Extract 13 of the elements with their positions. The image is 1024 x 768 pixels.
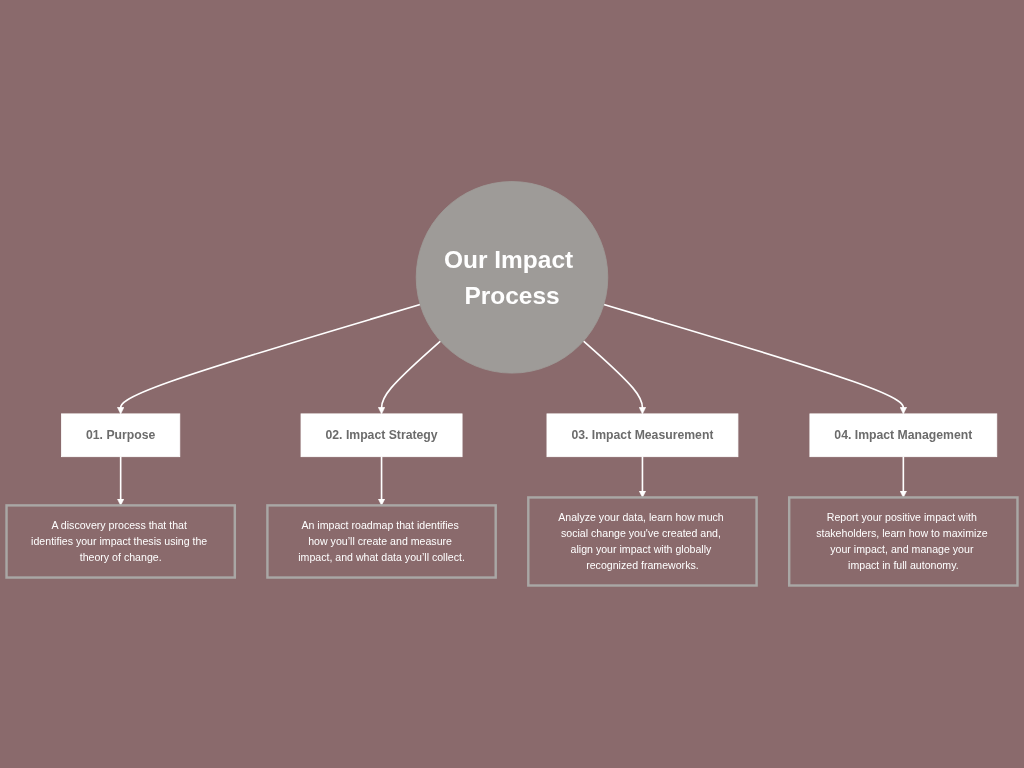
- node-circle: [415, 181, 609, 374]
- arrow: [603, 304, 907, 415]
- node-box: [266, 504, 497, 580]
- node-box: [300, 413, 463, 458]
- node-box: [527, 496, 758, 588]
- node-box: [61, 413, 181, 458]
- arrow: [582, 340, 647, 415]
- arrow: [377, 340, 442, 415]
- node-box: [5, 504, 237, 580]
- node-box: [787, 496, 1019, 588]
- node-box: [546, 413, 739, 458]
- arrow: [117, 304, 421, 415]
- node-box: [809, 413, 998, 458]
